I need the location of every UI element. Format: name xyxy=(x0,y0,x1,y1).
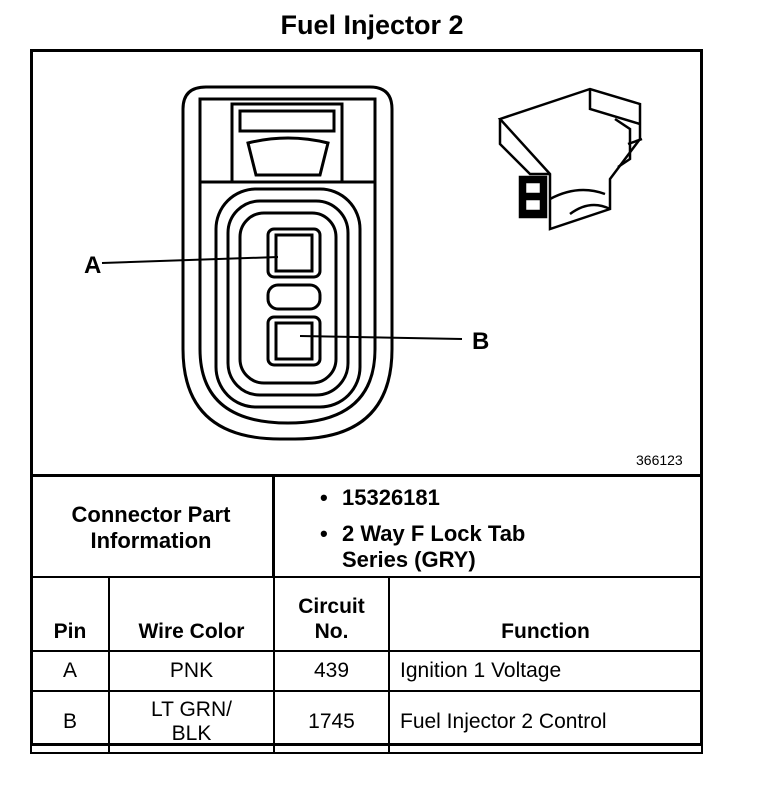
page-title: Fuel Injector 2 xyxy=(280,10,464,40)
cavity-a-terminal xyxy=(274,233,314,273)
callout-line-a xyxy=(101,256,279,264)
pin-table: Pin Wire Color Circuit No. Function A PN… xyxy=(30,576,703,754)
part-number: 15326181 xyxy=(342,485,440,510)
connector-housing-inner xyxy=(198,97,377,425)
header-circuit: Circuit No. xyxy=(273,576,390,652)
cell-function: Fuel Injector 2 Control xyxy=(388,690,703,754)
cavity-b-terminal xyxy=(274,321,314,361)
cell-pin: A xyxy=(30,650,110,692)
description-item: • 2 Way F Lock Tab xyxy=(320,521,525,547)
table-row: A PNK 439 Ignition 1 Voltage xyxy=(30,650,703,692)
callout-line-b xyxy=(299,335,463,340)
diagram-code: 366123 xyxy=(636,452,683,468)
header-pin: Pin xyxy=(30,576,110,652)
mating-face-outer xyxy=(214,187,362,409)
header-circuit-line2: No. xyxy=(314,620,349,643)
cell-wire-color: LT GRN/ BLK xyxy=(108,690,275,754)
cavity-a xyxy=(266,227,322,279)
pin-label-b: B xyxy=(472,328,489,355)
pin-table-header: Pin Wire Color Circuit No. Function xyxy=(30,576,703,652)
cell-circuit: 1745 xyxy=(273,690,390,754)
header-function: Function xyxy=(388,576,703,652)
part-number-item: • 15326181 xyxy=(320,485,525,511)
bullet-icon: • xyxy=(320,521,328,546)
connector-drawing: A B xyxy=(84,85,643,441)
connector-housing xyxy=(181,85,394,441)
table-row: B LT GRN/ BLK 1745 Fuel Injector 2 Contr… xyxy=(30,690,703,754)
connector-info-row: Connector Part Information • 15326181 • 2 … xyxy=(30,474,703,578)
cavity-b xyxy=(266,315,322,367)
header-circuit-line1: Circuit xyxy=(298,595,365,618)
header-wire-color: Wire Color xyxy=(108,576,275,652)
description-line2: Series (GRY) xyxy=(342,547,476,572)
wire-color-line1: LT GRN/ xyxy=(151,698,232,721)
wire-color-line2: BLK xyxy=(171,722,212,745)
connector-info-list: • 15326181 • 2 Way F Lock Tab Series (GRY) xyxy=(320,485,525,573)
connector-info-label-line1: Connector Part xyxy=(71,501,231,527)
connector-isometric-icon xyxy=(497,87,643,231)
cell-wire-color: PNK xyxy=(108,650,275,692)
connector-info-label: Connector Part Information xyxy=(30,477,275,578)
description-line1: 2 Way F Lock Tab xyxy=(342,521,526,546)
connector-info-label-line2: Information xyxy=(90,527,212,553)
cell-circuit: 439 xyxy=(273,650,390,692)
bullet-icon: • xyxy=(320,485,328,510)
cavity-middle xyxy=(266,283,322,311)
cell-function: Ignition 1 Voltage xyxy=(388,650,703,692)
cell-pin: B xyxy=(30,690,110,754)
pin-label-a: A xyxy=(84,252,101,279)
